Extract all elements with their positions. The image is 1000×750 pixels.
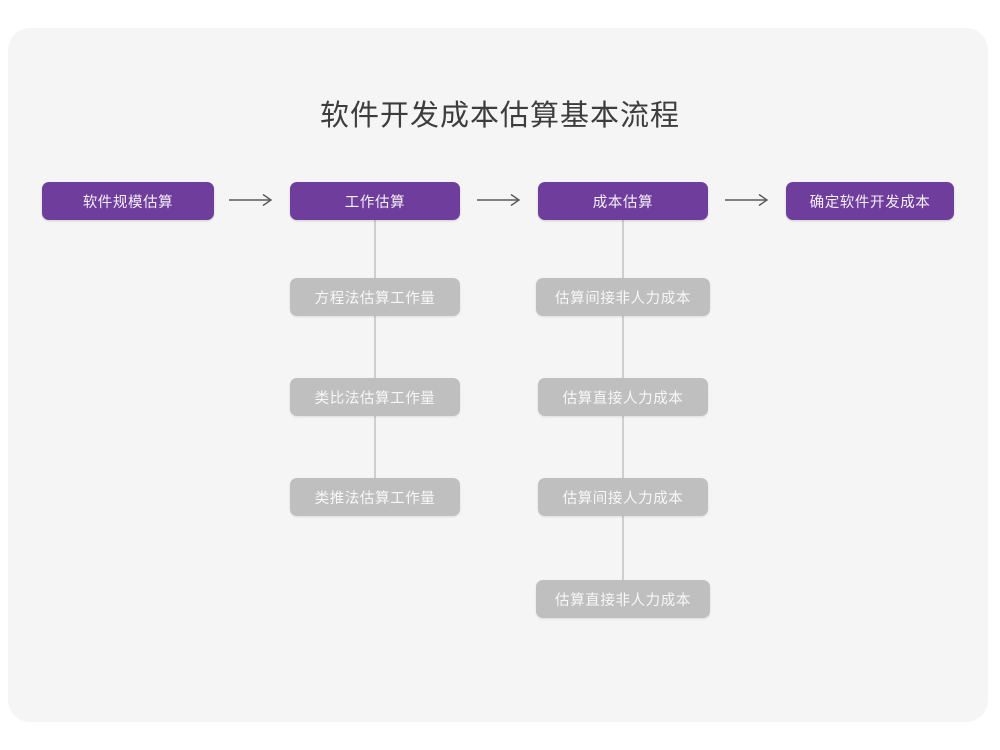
- substep-node-inference-method[interactable]: 类推法估算工作量: [290, 478, 460, 516]
- substep-node-label: 估算直接人力成本: [562, 390, 684, 407]
- stage-node-software-scale[interactable]: 软件规模估算: [42, 182, 214, 220]
- substep-node-indirect-nonlabor-cost[interactable]: 估算间接非人力成本: [536, 278, 710, 316]
- stage-node-determine-cost[interactable]: 确定软件开发成本: [786, 182, 954, 220]
- connector-cost-3: [622, 416, 624, 478]
- substep-node-direct-nonlabor-cost[interactable]: 估算直接非人力成本: [536, 580, 710, 618]
- connector-cost-1: [622, 220, 624, 278]
- stage-node-label: 工作估算: [344, 194, 406, 211]
- arrow-right-icon-3: [724, 193, 772, 207]
- connector-cost-4: [622, 516, 624, 580]
- substep-node-label: 类推法估算工作量: [314, 490, 436, 507]
- substep-node-equation-method[interactable]: 方程法估算工作量: [290, 278, 460, 316]
- substep-node-indirect-labor-cost[interactable]: 估算间接人力成本: [538, 478, 708, 516]
- connector-work-3: [374, 416, 376, 478]
- substep-node-label: 估算间接人力成本: [562, 490, 684, 507]
- connector-work-1: [374, 220, 376, 278]
- diagram-card: [8, 28, 988, 722]
- substep-node-direct-labor-cost[interactable]: 估算直接人力成本: [538, 378, 708, 416]
- substep-node-analogy-method[interactable]: 类比法估算工作量: [290, 378, 460, 416]
- substep-node-label: 估算直接非人力成本: [555, 592, 691, 609]
- stage-node-label: 软件规模估算: [82, 194, 174, 211]
- substep-node-label: 类比法估算工作量: [314, 390, 436, 407]
- stage-node-work-estimation[interactable]: 工作估算: [290, 182, 460, 220]
- stage-node-label: 成本估算: [592, 194, 654, 211]
- arrow-right-icon-1: [228, 193, 276, 207]
- substep-node-label: 方程法估算工作量: [314, 290, 436, 307]
- connector-cost-2: [622, 316, 624, 378]
- stage-node-label: 确定软件开发成本: [809, 194, 931, 211]
- substep-node-label: 估算间接非人力成本: [555, 290, 691, 307]
- arrow-right-icon-2: [476, 193, 524, 207]
- stage-node-cost-estimation[interactable]: 成本估算: [538, 182, 708, 220]
- page-title: 软件开发成本估算基本流程: [319, 100, 680, 132]
- connector-work-2: [374, 316, 376, 378]
